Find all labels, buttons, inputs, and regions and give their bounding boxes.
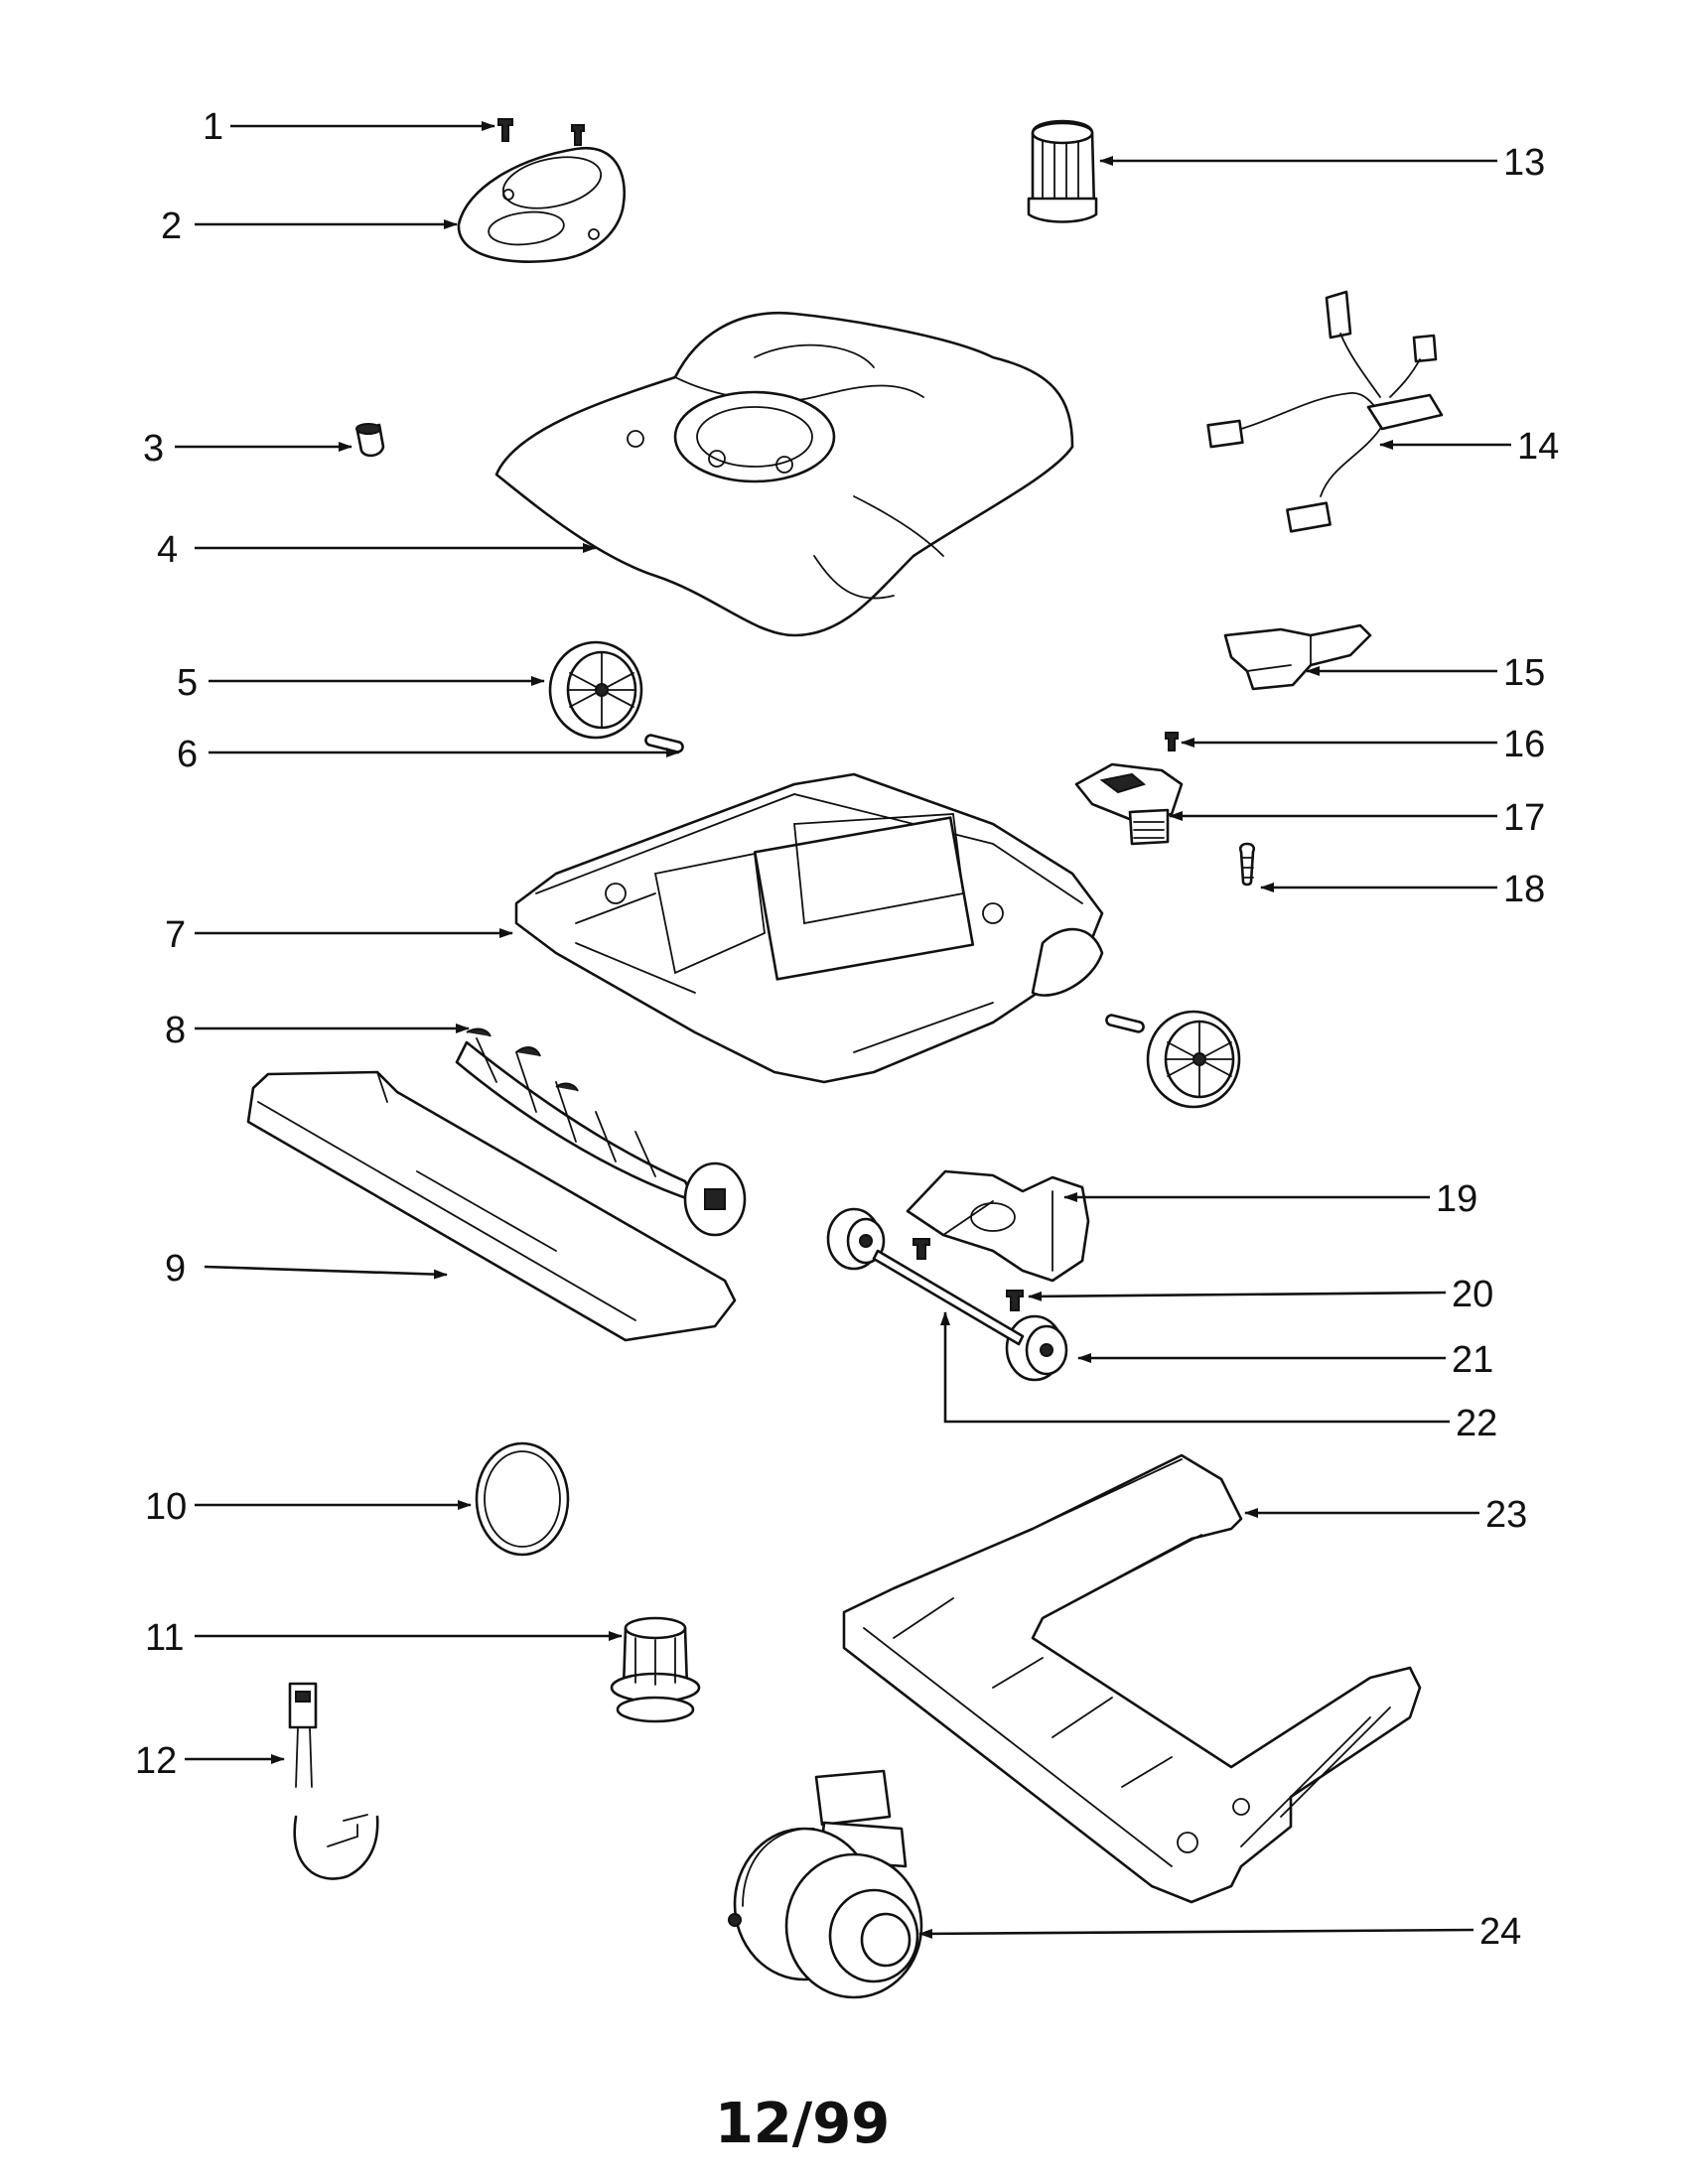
callout-12: 12 <box>135 1740 177 1782</box>
part-17-latch-drawing <box>1074 762 1184 846</box>
callout-7: 7 <box>165 914 186 956</box>
part-8-brushroll-drawing <box>455 1027 747 1237</box>
callout-4: 4 <box>157 529 178 571</box>
callout-11: 11 <box>145 1617 184 1659</box>
part-9-bumper-drawing <box>246 1070 737 1342</box>
callout-14: 14 <box>1517 426 1559 468</box>
part-12-switch-harness-drawing <box>288 1682 379 1880</box>
callout-17: 17 <box>1503 797 1545 839</box>
part-14-wiring-harness-drawing <box>1206 290 1444 533</box>
callout-16: 16 <box>1503 724 1545 765</box>
part-13-canister-drawing <box>1027 119 1098 223</box>
part-18-spring-drawing <box>1238 842 1256 887</box>
part-22-rear-axle-drawing <box>872 1249 1025 1346</box>
part-3-plug-drawing <box>355 423 385 458</box>
part-5-wheel-drawing <box>548 640 643 740</box>
leader-lines <box>175 121 1511 1939</box>
part-6-axle-pin-drawing <box>644 734 684 753</box>
callout-10: 10 <box>145 1486 187 1528</box>
callout-numbers: 1 2 3 4 5 6 7 8 9 10 11 12 13 14 15 16 1… <box>135 106 1559 1953</box>
part-10-belt-drawing <box>475 1441 570 1557</box>
callout-3: 3 <box>143 428 164 470</box>
callout-8: 8 <box>165 1010 186 1051</box>
callout-18: 18 <box>1503 869 1545 910</box>
part-11-filter-cup-drawing <box>610 1616 701 1723</box>
callout-9: 9 <box>165 1248 186 1290</box>
footer-date-code: 12/99 <box>715 2092 890 2156</box>
callout-1: 1 <box>203 106 223 148</box>
callout-20: 20 <box>1452 1274 1493 1315</box>
base-right-wheel-drawing <box>1105 1010 1241 1109</box>
part-4-hood-drawing <box>494 311 1074 637</box>
part-2-cover-plate-drawing <box>457 146 626 263</box>
part-19-rear-bracket-drawing <box>906 1169 1090 1283</box>
part-24-motor-drawing <box>728 1769 923 1999</box>
callout-24: 24 <box>1479 1911 1521 1953</box>
part-21-rear-wheels-drawing <box>826 1207 1068 1382</box>
callout-15: 15 <box>1503 652 1545 694</box>
part-15-pedal-drawing <box>1223 623 1372 691</box>
callout-22: 22 <box>1456 1403 1497 1444</box>
callout-21: 21 <box>1452 1339 1493 1381</box>
part-16-screw-drawing <box>1165 732 1179 751</box>
part-7-base-drawing <box>514 772 1104 1084</box>
callout-6: 6 <box>177 734 198 775</box>
callout-13: 13 <box>1503 142 1545 184</box>
callout-23: 23 <box>1485 1494 1527 1536</box>
callout-2: 2 <box>161 205 182 247</box>
part-1-screws-drawing <box>497 118 585 146</box>
part-20-screws-drawing <box>912 1238 1024 1311</box>
callout-5: 5 <box>177 662 198 704</box>
part-23-bottom-plate-drawing <box>842 1453 1422 1904</box>
callout-19: 19 <box>1436 1178 1477 1220</box>
